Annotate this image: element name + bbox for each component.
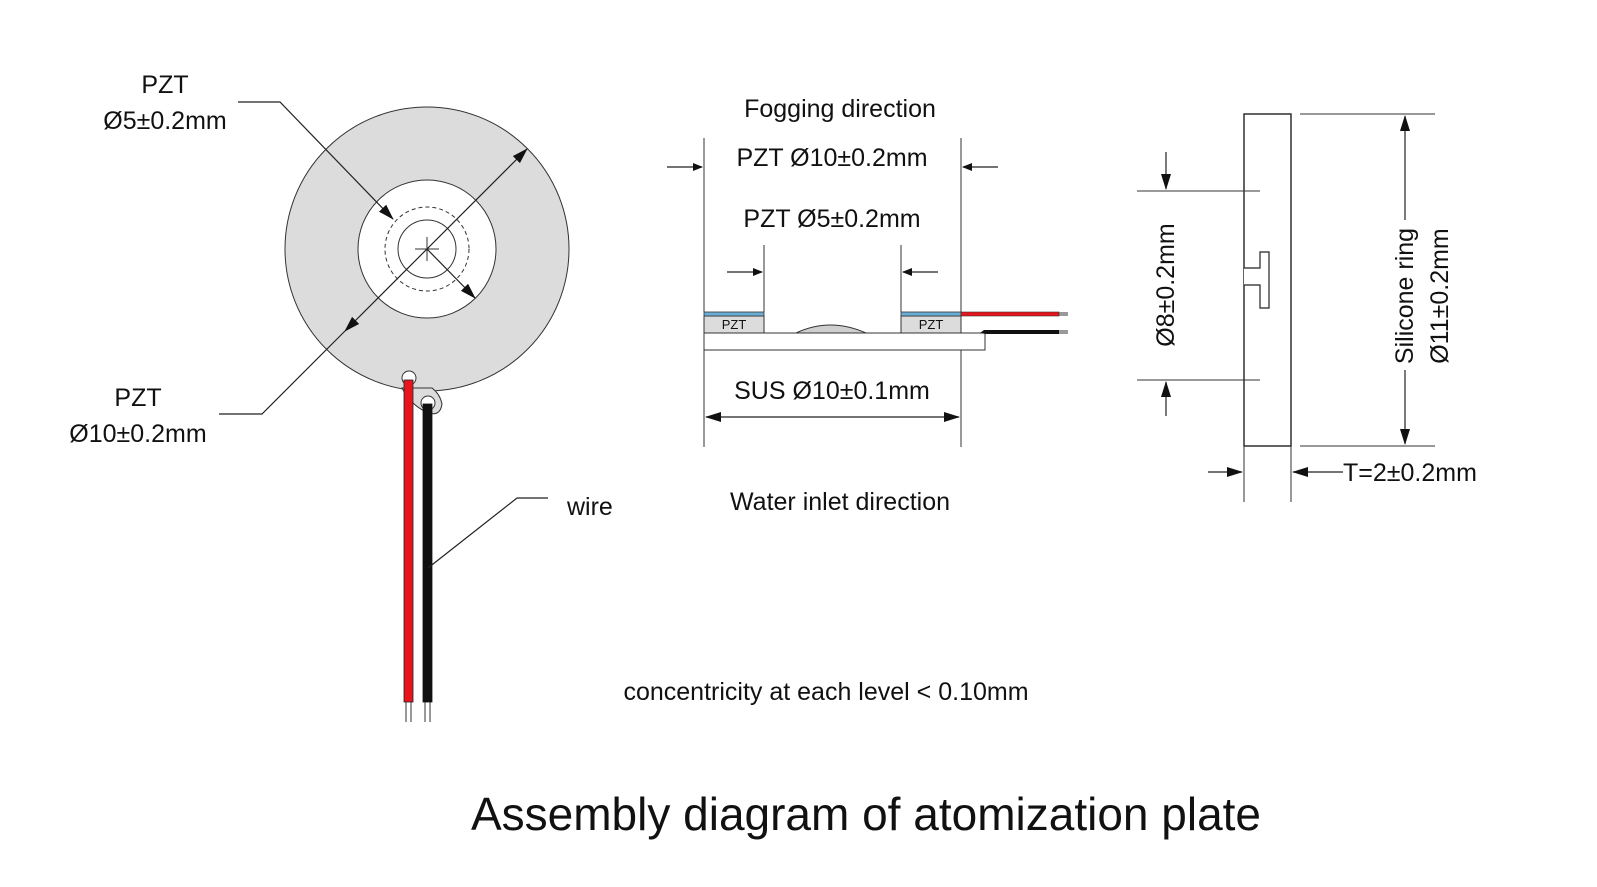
section-view: Fogging direction PZT Ø10±0.2mm PZT Ø5±0… (667, 95, 1068, 516)
concentricity-note: concentricity at each level < 0.10mm (623, 678, 1028, 706)
red-wire (403, 379, 414, 703)
center-dome (795, 324, 867, 334)
pzt-inner-name: PZT (141, 71, 188, 99)
ring-view: Ø8±0.2mm Silicone ring Ø11±0.2mm T=2±0.2… (1137, 113, 1477, 502)
pzt-outer-name: PZT (114, 384, 161, 412)
section-black-wire (980, 330, 1059, 334)
water-inlet-direction: Water inlet direction (730, 488, 950, 516)
pzt-outer-section-label: PZT Ø10±0.2mm (736, 144, 927, 172)
ring-name-label: Silicone ring (1391, 228, 1419, 364)
sus-plate (703, 332, 986, 351)
ring-dim-label: Ø11±0.2mm (1426, 228, 1454, 364)
pzt-outer-leader (219, 330, 346, 415)
pzt-outer-dim-arrow (344, 148, 528, 332)
sus-label: SUS Ø10±0.1mm (734, 377, 930, 405)
thickness-label: T=2±0.2mm (1343, 459, 1477, 487)
pzt-inner-dim: Ø5±0.2mm (103, 107, 226, 135)
wire-label: wire (566, 493, 613, 521)
inner-dim-label: Ø8±0.2mm (1152, 223, 1180, 346)
pzt-inner-section-label: PZT Ø5±0.2mm (743, 205, 920, 233)
wire-leader (427, 497, 548, 569)
pzt-tag-right: PZT (919, 317, 944, 332)
ring-groove (1244, 251, 1270, 309)
pzt-outer-dim: Ø10±0.2mm (69, 420, 206, 448)
diagram-title: Assembly diagram of atomization plate (471, 788, 1261, 840)
front-view: PZT Ø5±0.2mm PZT Ø10±0.2mm wire (69, 71, 613, 722)
section-red-wire (960, 311, 1060, 317)
pzt-tag-left: PZT (722, 317, 747, 332)
fogging-direction: Fogging direction (744, 95, 936, 123)
black-wire (422, 403, 433, 703)
